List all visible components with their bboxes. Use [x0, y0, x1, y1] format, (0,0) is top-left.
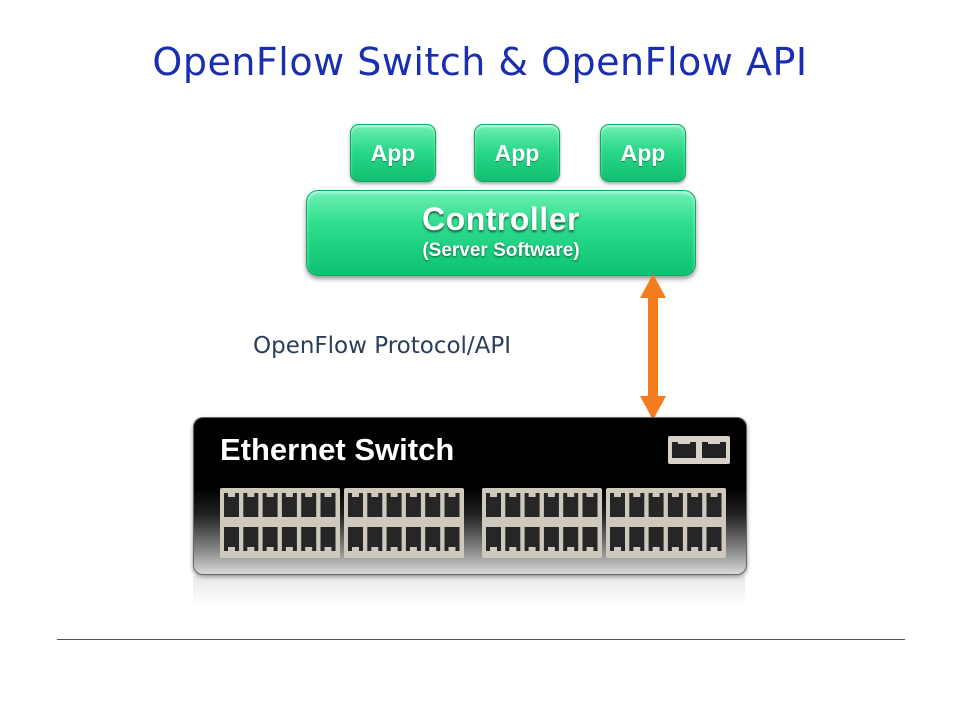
arrow-head-up	[640, 274, 666, 298]
protocol-label: OpenFlow Protocol/API	[253, 333, 512, 359]
app-node-3: App	[600, 124, 686, 182]
controller-label: Controller	[422, 201, 580, 237]
page-title: OpenFlow Switch & OpenFlow API	[152, 40, 808, 84]
footer-divider	[57, 639, 905, 640]
bidirectional-arrow	[640, 274, 666, 420]
ethernet-switch: Ethernet Switch	[193, 417, 747, 575]
controller-node: Controller (Server Software)	[306, 190, 696, 276]
controller-sublabel: (Server Software)	[422, 240, 580, 261]
app-node-2: App	[474, 124, 560, 182]
switch-reflection	[193, 576, 745, 606]
arrow-head-down	[640, 396, 666, 420]
port-bank-icon	[220, 488, 726, 558]
switch-label: Ethernet Switch	[220, 432, 455, 467]
uplink-ports-icon	[668, 436, 730, 464]
arrow-shaft	[648, 296, 658, 400]
app-node-1: App	[350, 124, 436, 182]
